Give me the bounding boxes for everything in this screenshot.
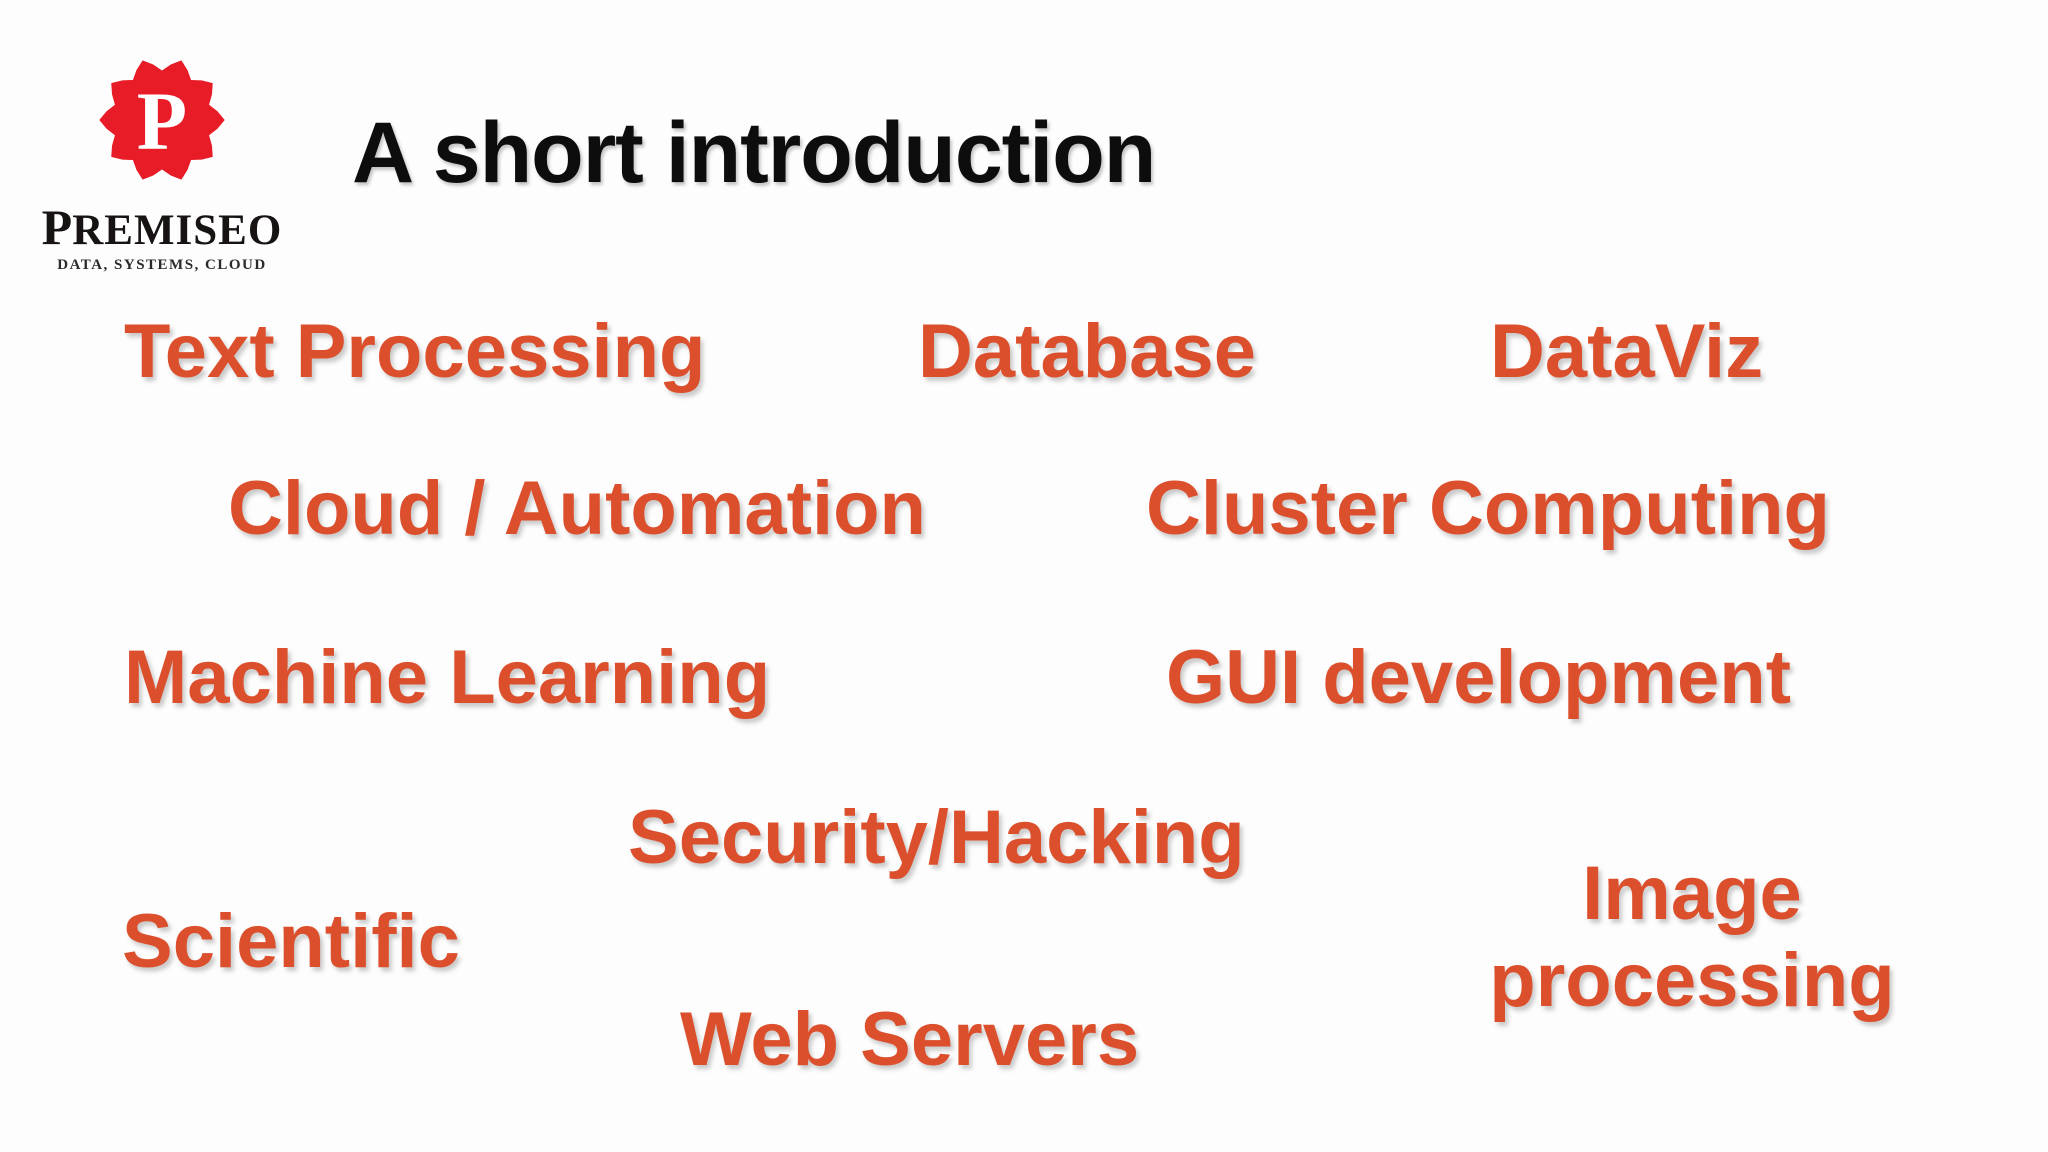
keyword-machine-learning: Machine Learning	[124, 635, 771, 720]
keyword-gui-development: GUI development	[1166, 635, 1791, 720]
keyword-image-processing: Image processing	[1489, 851, 1895, 1024]
keyword-scientific: Scientific	[122, 899, 460, 984]
keyword-cloud-automation: Cloud / Automation	[228, 466, 926, 551]
wordmark-rest: REMISEO	[72, 207, 283, 254]
premiseo-monogram: P	[137, 75, 187, 167]
keyword-web-servers: Web Servers	[680, 997, 1140, 1082]
keyword-dataviz: DataViz	[1490, 309, 1764, 394]
premiseo-logo: P PREMISEO DATA, SYSTEMS, CLOUD	[34, 52, 290, 274]
premiseo-tagline: DATA, SYSTEMS, CLOUD	[57, 257, 267, 273]
wordmark-initial: P	[41, 199, 73, 255]
keyword-database: Database	[918, 309, 1256, 394]
premiseo-badge-icon: P	[99, 60, 225, 180]
slide-title: A short introduction	[352, 105, 1156, 201]
premiseo-wordmark: PREMISEO	[34, 202, 290, 252]
keyword-security-hacking: Security/Hacking	[628, 795, 1245, 880]
keyword-cluster-computing: Cluster Computing	[1146, 466, 1830, 551]
keyword-text-processing: Text Processing	[124, 309, 706, 394]
